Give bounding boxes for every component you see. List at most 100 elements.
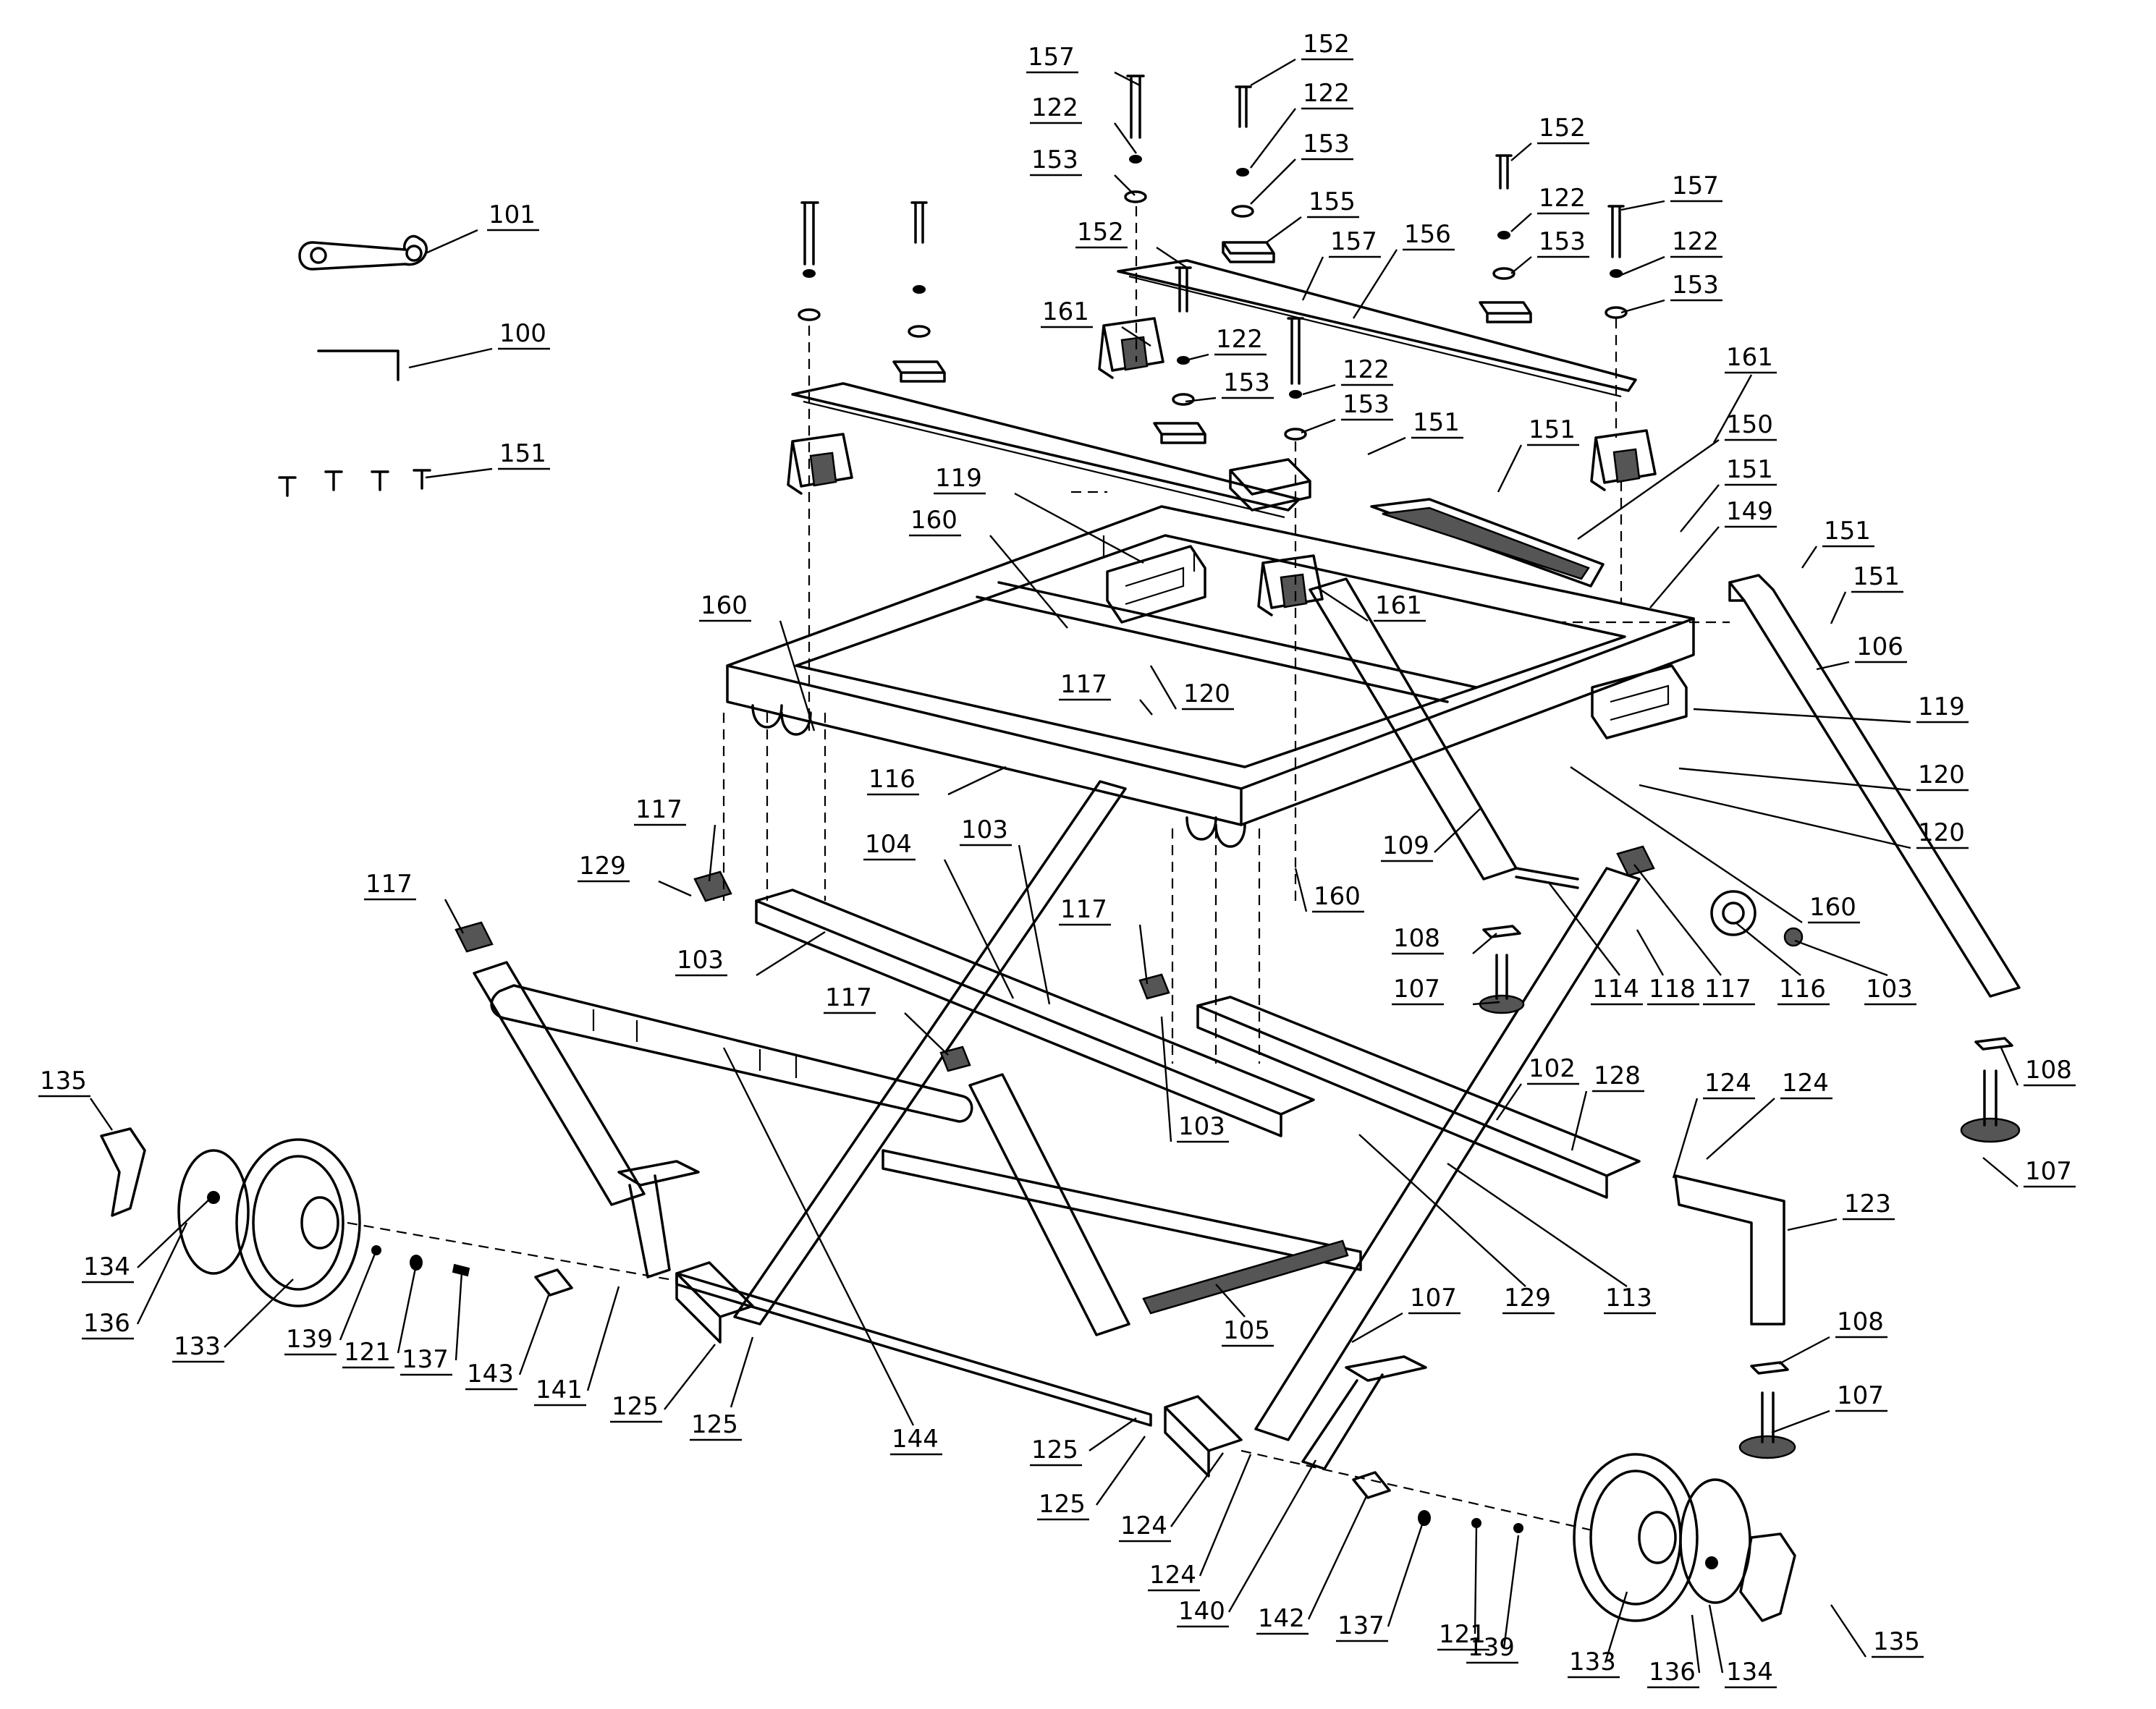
callout-leader-line	[136, 1222, 188, 1325]
callout-c-124-a: 124	[1672, 1069, 1755, 1179]
callout-c-122-b: 122	[1250, 79, 1353, 169]
callout-leader-line	[1474, 1524, 1478, 1634]
callout-c-139-a: 139	[1466, 1535, 1520, 1664]
callout-c-103-b: 103	[960, 815, 1051, 1005]
part-number-label: 122	[1343, 355, 1390, 384]
callout-leader-line	[1570, 766, 1803, 923]
callout-c-134-a: 134	[1708, 1604, 1777, 1689]
callout-c-122-e: 122	[1510, 184, 1589, 232]
callout-leader-line	[1636, 929, 1665, 976]
callout-leader-line	[1250, 158, 1296, 205]
callout-leader-line	[518, 1294, 550, 1375]
callout-leader-line	[1250, 58, 1296, 87]
callout-c-161-b: 161	[1712, 343, 1777, 444]
callout-c-122-f: 122	[1620, 227, 1722, 276]
callout-c-157-c: 157	[1620, 171, 1722, 211]
part-number-label: 125	[1031, 1436, 1078, 1464]
part-number-label: 143	[467, 1360, 514, 1388]
callout-c-153-b: 153	[1250, 130, 1353, 205]
callout-leader-line	[1548, 882, 1620, 976]
callout-leader-line	[1434, 808, 1481, 853]
part-number-label: 153	[1343, 390, 1390, 419]
clamp-blocks	[787, 317, 1657, 616]
part-number-label: 144	[892, 1425, 939, 1454]
top-bolts	[800, 75, 1625, 385]
part-number-label: 151	[1529, 415, 1576, 444]
part-number-label: 103	[1178, 1112, 1225, 1141]
part-number-label: 137	[1337, 1611, 1385, 1640]
callout-leader-line	[1088, 1417, 1137, 1451]
callout-c-107-d: 107	[1771, 1381, 1887, 1434]
part-number-label: 134	[1726, 1658, 1773, 1687]
callout-leader-line	[1114, 71, 1141, 87]
part-number-label: 151	[1824, 517, 1871, 546]
callout-c-161-c: 161	[1316, 586, 1426, 622]
callout-c-122-a: 122	[1030, 93, 1137, 154]
part-number-label: 103	[677, 946, 724, 975]
callout-leader-line	[1160, 1016, 1172, 1142]
callout-leader-line	[455, 1271, 463, 1361]
callout-leader-line	[1294, 868, 1308, 912]
cross-member-128	[1196, 996, 1641, 1199]
callout-c-123: 123	[1787, 1189, 1895, 1231]
scissor-leg-b	[1254, 867, 1641, 1441]
part-number-label: 122	[1303, 79, 1350, 108]
part-number-label: 105	[1223, 1316, 1270, 1345]
callout-c-125-a: 125	[610, 1344, 716, 1423]
part-number-label: 155	[1309, 187, 1356, 216]
part-number-label: 153	[1539, 227, 1586, 256]
part-number-label: 121	[1439, 1620, 1486, 1649]
callout-leader-line	[339, 1250, 378, 1341]
callout-leader-line	[1496, 1083, 1522, 1121]
callout-leader-line	[397, 1264, 418, 1354]
callout-leader-line	[779, 620, 816, 731]
callout-leader-line	[1351, 1312, 1403, 1344]
callout-leader-line	[1185, 353, 1209, 362]
callout-leader-line	[1510, 256, 1532, 274]
part-number-label: 161	[1726, 343, 1773, 372]
part-number-label: 122	[1672, 227, 1719, 256]
part-number-label: 136	[1649, 1658, 1696, 1687]
callout-leader-line	[1307, 1496, 1368, 1620]
part-number-label: 125	[612, 1392, 659, 1421]
part-number-label: 118	[1649, 975, 1696, 1004]
callout-leader-line	[1266, 216, 1302, 243]
clamp-117	[455, 845, 1655, 1072]
callout-c-108-b: 108	[1392, 924, 1497, 955]
callout-c-156: 156	[1352, 220, 1455, 319]
part-number-label: 152	[1303, 30, 1350, 59]
callout-leader-line	[1982, 1157, 2018, 1187]
part-number-label: 149	[1726, 497, 1773, 526]
callout-c-160-c: 160	[699, 591, 816, 731]
part-number-label: 109	[1382, 831, 1429, 860]
callout-leader-line	[444, 899, 465, 934]
part-number-label: 107	[2025, 1157, 2072, 1186]
part-number-label: 129	[1504, 1284, 1551, 1313]
callout-leader-line	[1708, 1604, 1724, 1674]
part-number-label: 161	[1375, 591, 1422, 620]
callout-c-104: 104	[863, 830, 1015, 999]
part-number-label: 156	[1404, 220, 1451, 249]
callout-leader-line	[1604, 1591, 1628, 1663]
callout-leader-line	[1316, 586, 1369, 622]
callout-c-160-a: 160	[1570, 766, 1860, 924]
callout-c-160-d: 160	[1294, 868, 1364, 913]
callout-leader-line	[1649, 526, 1720, 608]
callout-c-135-b: 135	[38, 1066, 113, 1131]
callout-leader-line	[1497, 444, 1523, 493]
part-number-label: 125	[1039, 1490, 1086, 1519]
callout-leader-line	[1830, 591, 1847, 624]
callout-c-129-a: 129	[578, 852, 692, 897]
callout-leader-line	[1121, 326, 1151, 347]
callout-leader-line	[1301, 256, 1324, 301]
callout-leader-line	[947, 766, 1007, 796]
corner-bracket	[1229, 458, 1311, 512]
part-number-label: 128	[1594, 1061, 1641, 1090]
callout-leader-line	[1018, 844, 1051, 1005]
small-brackets	[892, 241, 1532, 444]
foot-pedals	[617, 1160, 1427, 1470]
part-number-label: 153	[1031, 145, 1078, 174]
callout-c-120-c: 120	[1149, 665, 1234, 711]
callout-leader-line	[722, 1047, 915, 1426]
frame-bracket-119	[1106, 545, 1206, 624]
